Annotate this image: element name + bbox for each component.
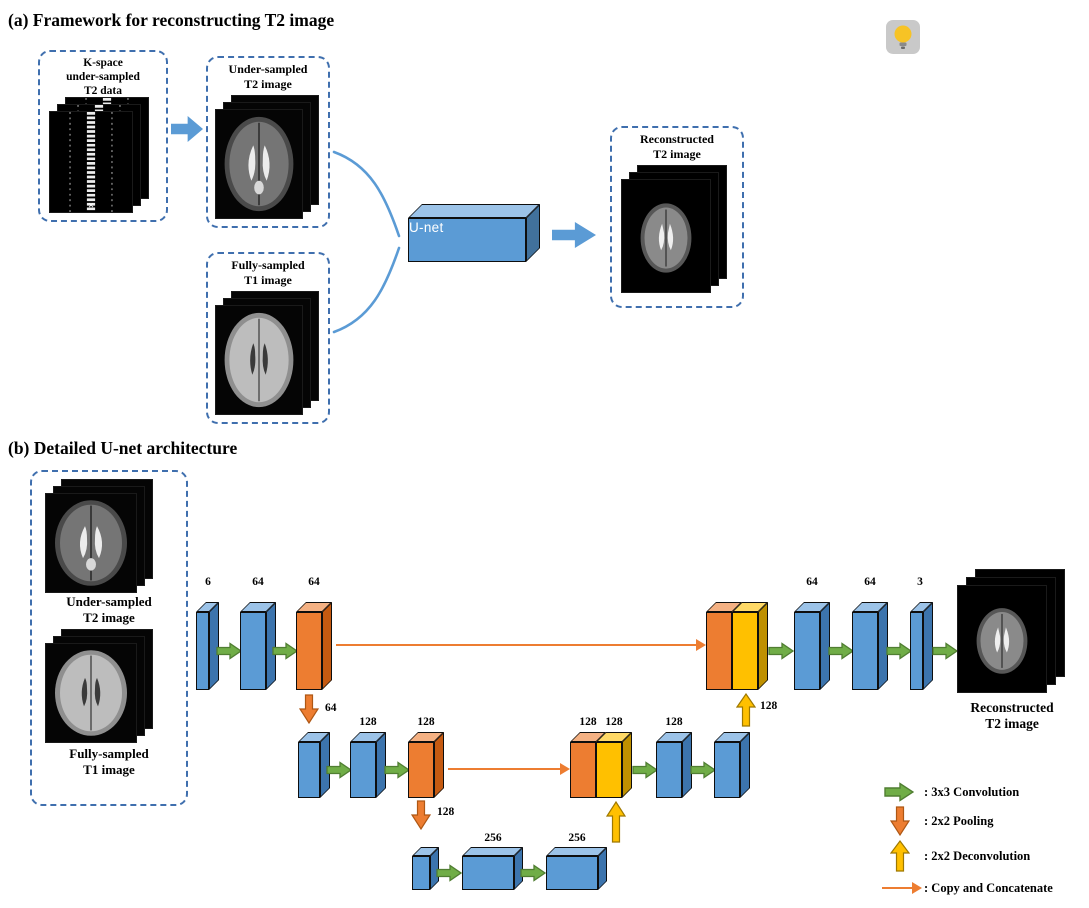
legend-skip-label: : Copy and Concatenate [924, 881, 1053, 895]
bottleneck-input-block [412, 847, 439, 890]
dec2-conv-block-2 [714, 732, 750, 798]
recon-mri-image [621, 179, 711, 293]
flow-arrow-icon [171, 116, 203, 142]
input-t1-image-stack [45, 629, 153, 743]
fullysampled-t1-label: Fully-sampled T1 image [231, 258, 305, 287]
channel-label: 256 [568, 832, 586, 844]
enc2-conv-block [350, 732, 386, 798]
input-feature-block [196, 602, 219, 690]
dec1-conv-block-1 [794, 602, 830, 690]
unet-block: U-net [408, 204, 540, 262]
channel-label: 3 [917, 576, 923, 588]
unet-input-group-box [30, 470, 188, 806]
kspace-group-box [38, 50, 168, 222]
dec1-copied-block [706, 602, 742, 690]
t1-mri-image [45, 643, 137, 743]
reconstructed-label: Reconstructed T2 image [640, 132, 714, 161]
lightbulb-glyph [894, 25, 912, 49]
conv-arrow-icon [384, 761, 410, 779]
panel-b-title: (b) Detailed U-net architecture [8, 438, 238, 458]
channel-label: 128 [760, 700, 778, 712]
channel-label: 64 [864, 576, 876, 588]
conv-arrow-icon [886, 642, 912, 660]
skip-arrow-icon [882, 882, 922, 894]
fullysampled-t1-group-box [206, 252, 330, 424]
conv-arrow-icon [326, 761, 352, 779]
panel-a-title: (a) Framework for reconstructing T2 imag… [8, 10, 335, 30]
output-label: Reconstructed T2 image [970, 700, 1054, 732]
deconv-arrow-icon [890, 840, 910, 872]
channel-label: 64 [806, 576, 818, 588]
unet-label: U-net [409, 220, 444, 235]
output-image-stack [957, 569, 1065, 693]
channel-label: 256 [484, 832, 502, 844]
t2-mri-image [45, 493, 137, 593]
conv-arrow-icon [932, 642, 958, 660]
merge-brace-icon [332, 150, 401, 334]
flow-arrow-icon [552, 222, 596, 248]
channel-label: 6 [205, 576, 211, 588]
input-t1-label: Fully-sampled T1 image [69, 746, 149, 777]
conv-arrow-icon [632, 761, 658, 779]
conv-arrow-icon [690, 761, 716, 779]
conv-arrow-icon [520, 864, 546, 882]
kspace-label: K-space under-sampled T2 data [66, 57, 140, 98]
enc1-conv-block [240, 602, 276, 690]
bottleneck-conv-block-2 [546, 847, 607, 890]
lightbulb-icon[interactable] [886, 20, 920, 54]
dec1-conv-block-2 [852, 602, 888, 690]
skip-arrow-icon [448, 763, 570, 775]
channel-label: 128 [605, 716, 623, 728]
deconv-arrow-icon [736, 693, 756, 727]
enc2-input-block [298, 732, 330, 798]
fullysampled-t1-image-stack [215, 291, 319, 415]
channel-label: 128 [437, 806, 455, 818]
skip-arrow-icon [336, 639, 706, 651]
channel-label: 64 [252, 576, 264, 588]
dec2-upsampled-block [596, 732, 632, 798]
conv-arrow-icon [272, 642, 298, 660]
channel-label: 128 [417, 716, 435, 728]
legend-deconv-label: : 2x2 Deconvolution [924, 849, 1031, 863]
input-t2-image-stack [45, 479, 153, 593]
undersampled-t2-label: Under-sampled T2 image [228, 62, 308, 91]
conv-arrow-icon [436, 864, 462, 882]
input-t2-label: Under-sampled T2 image [66, 594, 152, 625]
pool-arrow-icon [890, 806, 910, 836]
kspace-image-stack [49, 97, 149, 213]
enc1-output-block [296, 602, 332, 690]
conv-arrow-icon [828, 642, 854, 660]
output-feature-block [910, 602, 933, 690]
channel-label: 64 [308, 576, 320, 588]
dec2-copied-block [570, 732, 606, 798]
dec1-upsampled-block [732, 602, 768, 690]
conv-arrow-icon [884, 782, 914, 802]
channel-label: 128 [359, 716, 377, 728]
recon-mri-image [957, 585, 1047, 693]
pool-arrow-icon [411, 800, 431, 830]
conv-arrow-icon [216, 642, 242, 660]
enc2-output-block [408, 732, 444, 798]
undersampled-t2-group-box [206, 56, 330, 228]
channel-label: 128 [665, 716, 683, 728]
bottleneck-conv-block-1 [462, 847, 523, 890]
t2-mri-image [215, 109, 303, 219]
pool-arrow-icon [299, 694, 319, 724]
deconv-arrow-icon [606, 801, 626, 843]
t1-mri-image [215, 305, 303, 415]
undersampled-t2-image-stack [215, 95, 319, 219]
legend-conv-label: : 3x3 Convolution [924, 785, 1020, 799]
legend-pool-label: : 2x2 Pooling [924, 814, 994, 828]
channel-label: 64 [325, 702, 337, 714]
dec2-conv-block-1 [656, 732, 692, 798]
reconstructed-group-box [610, 126, 744, 308]
reconstructed-image-stack [621, 165, 727, 293]
kspace-image [49, 111, 133, 213]
conv-arrow-icon [768, 642, 794, 660]
channel-label: 128 [579, 716, 597, 728]
